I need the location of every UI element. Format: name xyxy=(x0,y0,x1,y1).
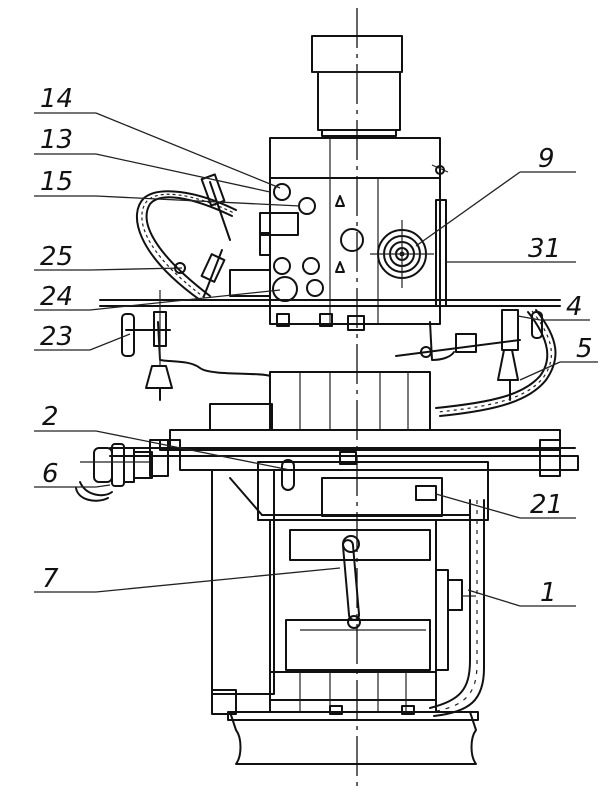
handle-23 xyxy=(121,290,173,401)
label-14: 14 xyxy=(40,84,73,114)
label-6: 6 xyxy=(42,459,59,489)
part-labels: 14 13 15 25 24 23 2 6 7 9 31 4 5 21 1 xyxy=(40,84,593,608)
label-23: 23 xyxy=(40,322,73,352)
label-7: 7 xyxy=(42,564,59,594)
label-2: 2 xyxy=(42,402,59,432)
handwheel-6 xyxy=(75,443,153,502)
label-4: 4 xyxy=(566,292,583,322)
knee xyxy=(269,519,476,701)
label-15: 15 xyxy=(40,167,73,197)
label-5: 5 xyxy=(576,334,593,364)
dial-9 xyxy=(370,220,434,288)
label-31: 31 xyxy=(528,234,561,264)
right-handles xyxy=(395,309,557,417)
column xyxy=(157,321,455,695)
cable-strip xyxy=(429,499,485,717)
lever-25 xyxy=(136,173,237,301)
table xyxy=(109,429,579,477)
label-24: 24 xyxy=(40,282,73,312)
label-9: 9 xyxy=(538,144,555,174)
label-21: 21 xyxy=(530,490,563,520)
base xyxy=(211,671,479,765)
label-25: 25 xyxy=(40,242,73,272)
leaders xyxy=(34,112,598,607)
label-13: 13 xyxy=(40,125,73,155)
label-1: 1 xyxy=(540,578,557,608)
head-gearbox xyxy=(229,137,449,331)
